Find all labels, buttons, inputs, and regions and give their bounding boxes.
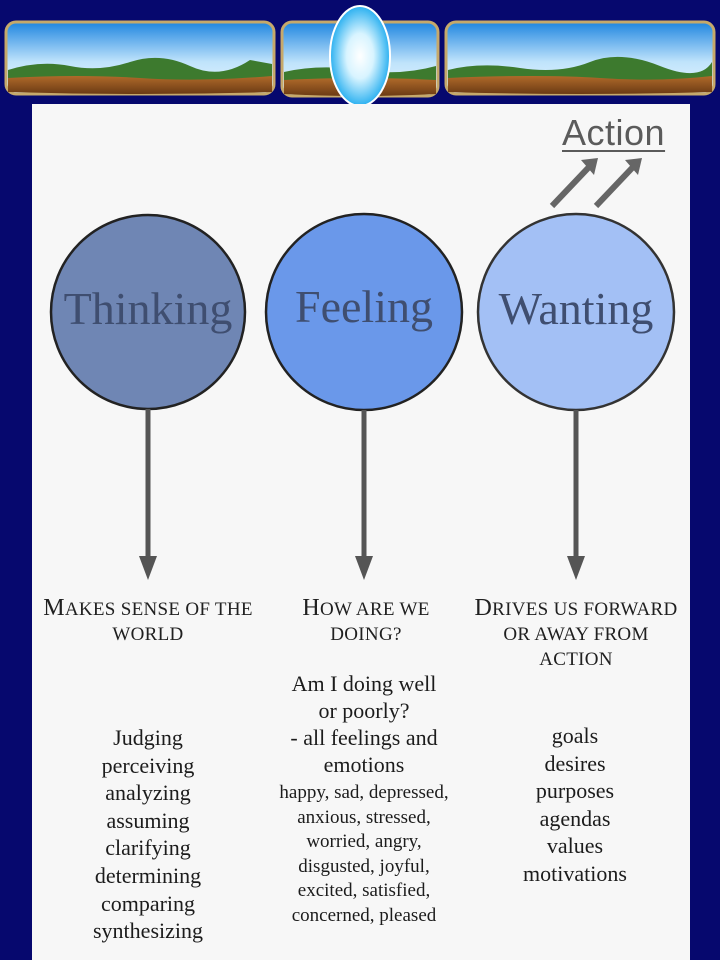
action-arrow-1-head (581, 158, 598, 175)
landscape-banner (4, 5, 716, 104)
list-item: motivations (523, 860, 627, 886)
list-item: analyzing (105, 780, 191, 806)
list-item: disgusted, joyful, (298, 855, 430, 877)
list-item: purposes (535, 778, 615, 804)
action-arrow-2-head (625, 158, 642, 175)
list-item: excited, satisfied, (297, 880, 431, 901)
wanting-label: Wanting (498, 283, 654, 334)
wanting-heading: Drives us forward or away from action (474, 595, 678, 671)
banner-panel-left (4, 20, 276, 96)
feeling-subtext-line: - all feelings and (290, 725, 438, 750)
thinking-label: Thinking (63, 283, 233, 334)
feeling-list: happy, sad, depressed, anxious, stressed… (254, 781, 474, 928)
feeling-subtext: Am I doing well or poorly? - all feeling… (254, 670, 474, 778)
list-item: desires (544, 750, 606, 776)
list-item: happy, sad, depressed, (279, 782, 449, 803)
list-item: perceiving (101, 752, 195, 778)
wanting-arrow-head (567, 556, 585, 580)
list-item: goals (551, 723, 599, 748)
list-item: anxious, stressed, (297, 806, 431, 828)
list-item: worried, angry, (306, 831, 422, 852)
list-item: clarifying (105, 835, 191, 861)
list-item: values (546, 833, 604, 859)
list-item: comparing (100, 890, 196, 916)
list-item: agendas (539, 805, 611, 831)
list-item: assuming (106, 807, 190, 833)
thinking-arrow-head (139, 556, 157, 580)
feeling-label: Feeling (295, 281, 433, 332)
banner-panel-right (444, 20, 716, 96)
list-item: determining (94, 862, 202, 888)
feeling-heading: How are we doing? (302, 595, 430, 646)
action-label: Action (562, 112, 666, 153)
action-arrow-2 (593, 163, 637, 209)
feeling-subtext-line: or poorly? (318, 698, 410, 723)
thinking-heading: Makes sense of the world (43, 595, 253, 646)
thinking-list: Judging perceiving analyzing assuming cl… (38, 724, 258, 945)
list-item: concerned, pleased (291, 904, 437, 926)
down-arrows (139, 409, 585, 580)
feeling-arrow-head (355, 556, 373, 580)
action-arrow-1 (549, 163, 593, 209)
feeling-subtext-line: emotions (323, 752, 405, 777)
list-item: Judging (113, 725, 183, 750)
wanting-list: goals desires purposes agendas values mo… (465, 722, 685, 888)
feeling-subtext-line: Am I doing well (291, 671, 437, 696)
list-item: synthesizing (93, 918, 203, 944)
action-arrows (549, 158, 642, 209)
banner-panel-center (280, 5, 440, 104)
